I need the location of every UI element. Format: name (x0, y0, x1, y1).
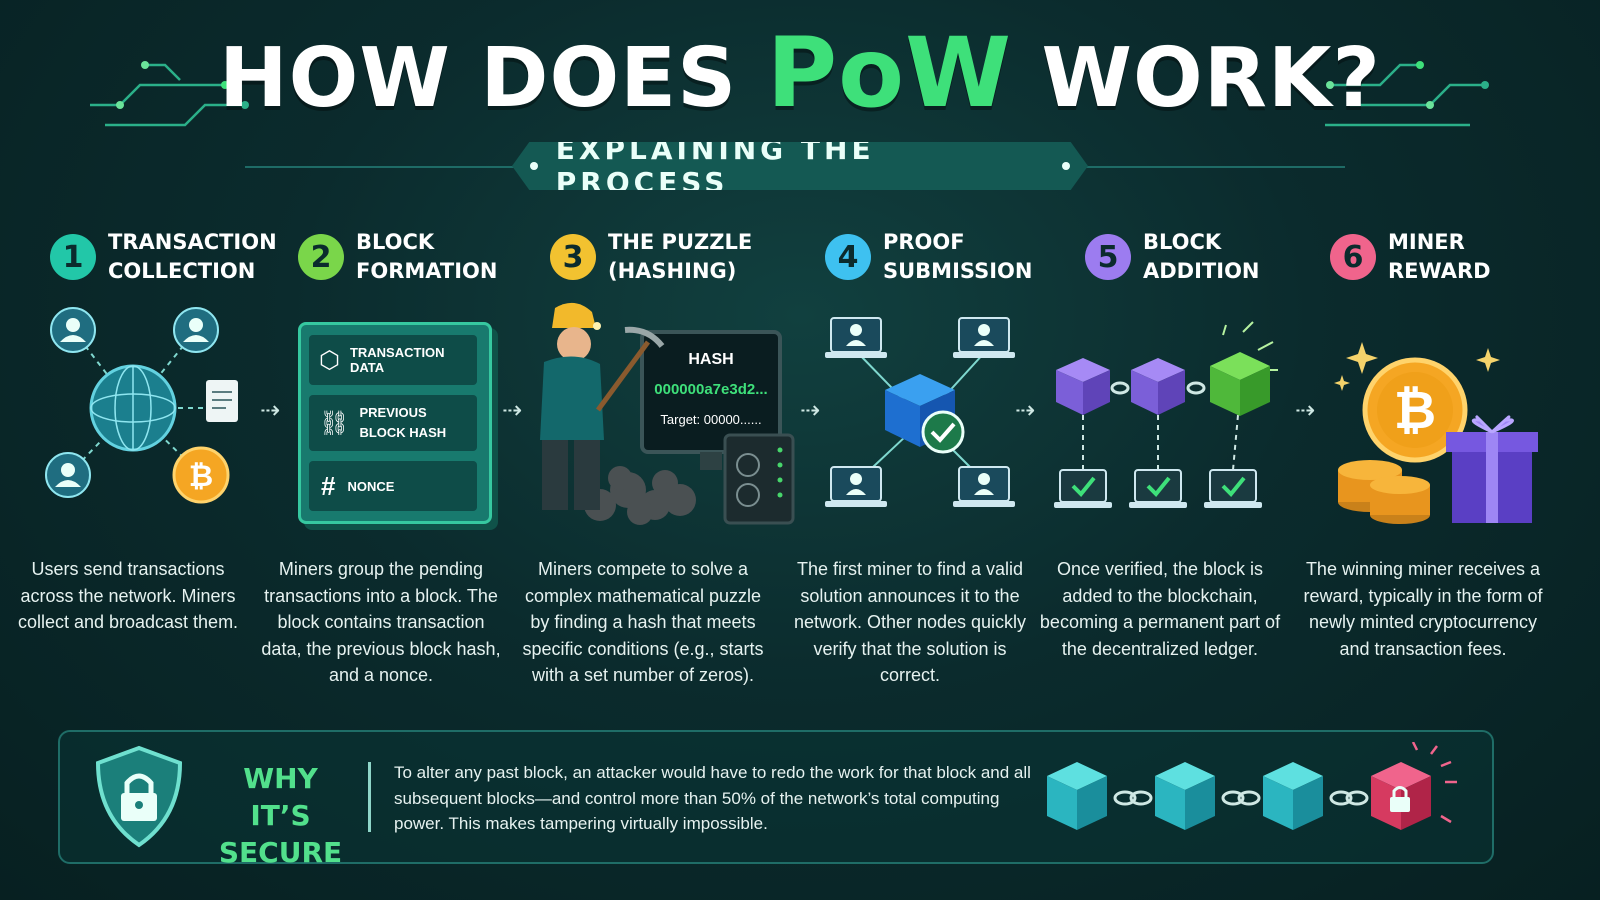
user-icon (45, 452, 91, 498)
secure-chain-illustration (1047, 742, 1457, 830)
hash-target: Target: 00000...... (660, 412, 761, 427)
block-row-nonce: # NONCE (309, 461, 477, 511)
subtitle-banner: EXPLAINING THE PROCESS (512, 142, 1088, 190)
purple-block-icon (1131, 358, 1185, 415)
step-3-header: 3 THE PUZZLE (HASHING) (550, 222, 752, 292)
purple-block-icon (1056, 358, 1110, 415)
arrow-icon: ⇢ (800, 396, 821, 424)
step-5-number: 5 (1085, 234, 1131, 280)
step-2-title: BLOCK FORMATION (356, 230, 498, 283)
step-6-description: The winning miner receives a reward, typ… (1303, 559, 1543, 659)
circuit-decoration-left (90, 61, 249, 127)
step-3-title: THE PUZZLE (HASHING) (608, 230, 753, 283)
step-1-number: 1 (50, 234, 96, 280)
proof-illustration (825, 317, 1015, 507)
step-3-description: Miners compete to solve a complex mathem… (522, 559, 764, 685)
checkmark-icon (921, 410, 965, 454)
step-2-header: 2 BLOCK FORMATION (298, 222, 497, 292)
arrow-icon: ⇢ (1295, 396, 1316, 424)
chain-link-icon (1113, 790, 1369, 806)
bitcoin-coin-icon: ₿ (1362, 357, 1468, 463)
hash-icon: # (321, 470, 336, 501)
svg-text:₿: ₿ (189, 460, 213, 493)
arrow-icon: ⇢ (260, 396, 281, 424)
laptop-icon (825, 317, 887, 358)
teal-block-icon (1155, 762, 1215, 830)
step-1-description: Users send transactions across the netwo… (17, 559, 239, 632)
alert-rays (1411, 742, 1457, 824)
step-6-header: 6 MINER REWARD (1330, 222, 1491, 292)
laptop-check-icon (1054, 469, 1112, 508)
laptop-icon (825, 466, 887, 507)
coin-stack-icon (1338, 460, 1430, 524)
security-title: WHY IT’S SECURE (218, 762, 343, 869)
step-2-number: 2 (298, 234, 344, 280)
link-icon: ⛓ (319, 409, 350, 437)
miner-illustration: HASH 000000a7e3d2... Target: 00000...... (540, 302, 795, 525)
laptop-check-icon (1204, 469, 1262, 508)
teal-block-icon (1263, 762, 1323, 830)
locked-red-block-icon (1371, 762, 1431, 830)
block-row-transaction-data: ⬡ TRANSACTION DATA (309, 335, 477, 385)
teal-block-icon (1047, 762, 1107, 830)
mining-rig-icon (723, 433, 795, 525)
page-title: HOW DOES PoW WORK? (219, 17, 1381, 129)
security-text: To alter any past block, an attacker wou… (394, 763, 1031, 833)
gift-box-icon (1446, 415, 1538, 523)
step-3-number: 3 (550, 234, 596, 280)
step-1-title: TRANSACTION COLLECTION (108, 230, 277, 283)
laptop-check-icon (1129, 469, 1187, 508)
network-illustration: ₿ (45, 307, 238, 504)
sparkle-icon (1334, 342, 1500, 391)
step-5-header: 5 BLOCK ADDITION (1085, 222, 1260, 292)
user-icon (173, 307, 219, 353)
step-4-description: The first miner to find a valid solution… (793, 559, 1027, 685)
coal-pile (584, 466, 696, 525)
step-6-number: 6 (1330, 234, 1376, 280)
chain-link-icon (1110, 381, 1206, 395)
circuit-decoration-right (1325, 61, 1489, 127)
laptop-icon (953, 466, 1015, 507)
bitcoin-coin-icon: ₿ (172, 446, 230, 504)
step-4-number: 4 (825, 234, 871, 280)
reward-illustration: ₿ (1334, 342, 1538, 524)
step-5-title: BLOCK ADDITION (1143, 230, 1260, 283)
svg-text:₿: ₿ (1394, 382, 1436, 440)
step-5-description: Once verified, the block is added to the… (1039, 559, 1281, 659)
green-block-icon (1210, 352, 1270, 416)
shield-lock-icon (95, 745, 183, 848)
subtitle-text: EXPLAINING THE PROCESS (555, 133, 875, 199)
cube-icon: ⬡ (319, 346, 340, 374)
step-6-title: MINER REWARD (1388, 230, 1491, 283)
miner-icon (540, 302, 665, 510)
hash-label: HASH (688, 351, 733, 368)
arrow-icon: ⇢ (1015, 396, 1036, 424)
user-icon (50, 307, 96, 353)
step-2-description: Miners group the pending transactions in… (261, 559, 501, 685)
document-icon (206, 380, 238, 422)
step-4-title: PROOF SUBMISSION (883, 230, 1033, 283)
arrow-icon: ⇢ (502, 396, 523, 424)
security-panel (58, 730, 1494, 864)
security-divider (368, 762, 371, 832)
laptop-icon (953, 317, 1015, 358)
step-4-header: 4 PROOF SUBMISSION (825, 222, 1032, 292)
hash-value: 000000a7e3d2... (654, 381, 767, 398)
blockchain-illustration (1054, 321, 1278, 508)
step-1-header: 1 TRANSACTION COLLECTION (50, 222, 277, 292)
